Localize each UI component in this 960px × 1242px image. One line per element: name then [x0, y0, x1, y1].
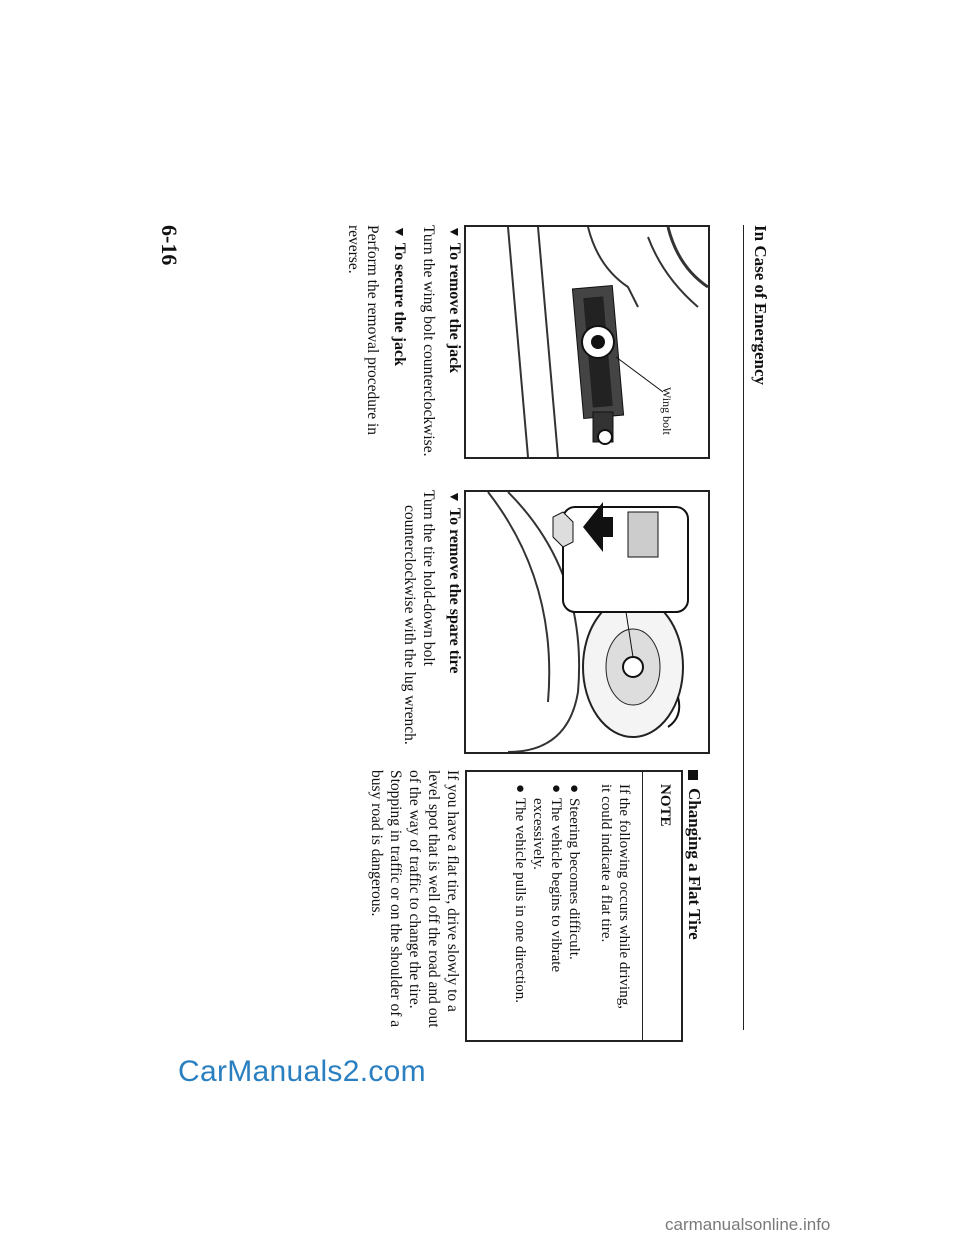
- note-box: NOTE If the following occurs while drivi…: [465, 770, 683, 1042]
- page-number: 6-16: [157, 225, 182, 266]
- spare-tire-figure: [464, 490, 710, 754]
- flat-tire-body-line: If you have a flat tire, drive slowly to…: [444, 770, 461, 1012]
- bullet-dot-icon: ●: [512, 784, 528, 794]
- note-item-text: Steering becomes difficult.: [566, 798, 582, 960]
- flat-tire-body: If you have a flat tire, drive slowly to…: [367, 770, 462, 1045]
- square-bullet-icon: [687, 770, 698, 780]
- secure-jack-heading-text: To secure the jack: [391, 242, 408, 366]
- list-item: ● The vehicle begins to vibrate excessive…: [529, 784, 565, 1029]
- note-list: ●Steering becomes difficult. ●The vehicl…: [511, 784, 583, 1029]
- note-item-text: The vehicle begins to vibrate excessivel…: [530, 798, 564, 973]
- flat-tire-heading-text: Changing a Flat Tire: [685, 788, 704, 940]
- remove-jack-heading-text: To remove the jack: [446, 242, 463, 374]
- secure-jack-body-line2: reverse.: [345, 225, 362, 274]
- flat-tire-body-line: busy road is dangerous.: [368, 770, 385, 917]
- remove-spare-heading: ▼ To remove the spare tire: [445, 490, 463, 673]
- secure-jack-heading: ▼ To secure the jack: [390, 225, 408, 366]
- jack-illustration: [507, 226, 709, 458]
- site-watermark: CarManuals2.com: [178, 1055, 426, 1088]
- note-intro: If the following occurs while driving, i…: [597, 784, 633, 1029]
- jack-figure: Wing bolt: [464, 225, 710, 459]
- remove-spare-body-line2: counterclockwise with the lug wrench.: [401, 505, 418, 745]
- footer-watermark: carmanualsonline.info: [665, 1215, 831, 1234]
- remove-jack-body: Turn the wing bolt counterclockwise.: [420, 225, 437, 457]
- list-item: ● Steering becomes difficult.: [565, 784, 583, 1029]
- note-item-text: The vehicle pulls in one direction.: [512, 798, 528, 1003]
- note-title: NOTE: [657, 784, 673, 827]
- remove-spare-body-line1: Turn the tire hold-down bolt: [420, 490, 437, 666]
- bullet-dot-icon: ●: [566, 784, 582, 794]
- secure-jack-body-line1: Perform the removal procedure in: [364, 225, 381, 436]
- header-rule: [743, 225, 744, 1030]
- triangle-bullet-icon: ▼: [391, 225, 406, 239]
- remove-jack-heading: ▼ To remove the jack: [445, 225, 463, 373]
- flat-tire-body-line: of the way of traffic to change the tire…: [406, 770, 423, 1009]
- note-intro-line1: If the following occurs while driving,: [616, 784, 632, 1009]
- wing-bolt-callout: Wing bolt: [660, 387, 674, 435]
- flat-tire-heading: Changing a Flat Tire: [684, 770, 704, 940]
- flat-tire-body-line: level spot that is well off the road and…: [425, 770, 442, 1028]
- spare-tire-illustration: [487, 491, 689, 753]
- triangle-bullet-icon: ▼: [446, 490, 461, 504]
- note-intro-line2: it could indicate a flat tire.: [598, 784, 614, 943]
- list-item: ● The vehicle pulls in one direction.: [511, 784, 529, 1029]
- flat-tire-body-line: Stopping in traffic or on the shoulder o…: [387, 770, 404, 1028]
- bullet-dot-icon: ●: [548, 784, 564, 794]
- triangle-bullet-icon: ▼: [446, 225, 461, 239]
- remove-spare-heading-text: To remove the spare tire: [446, 507, 463, 674]
- page-header-title: In Case of Emergency: [751, 225, 770, 386]
- note-divider: [642, 772, 643, 1040]
